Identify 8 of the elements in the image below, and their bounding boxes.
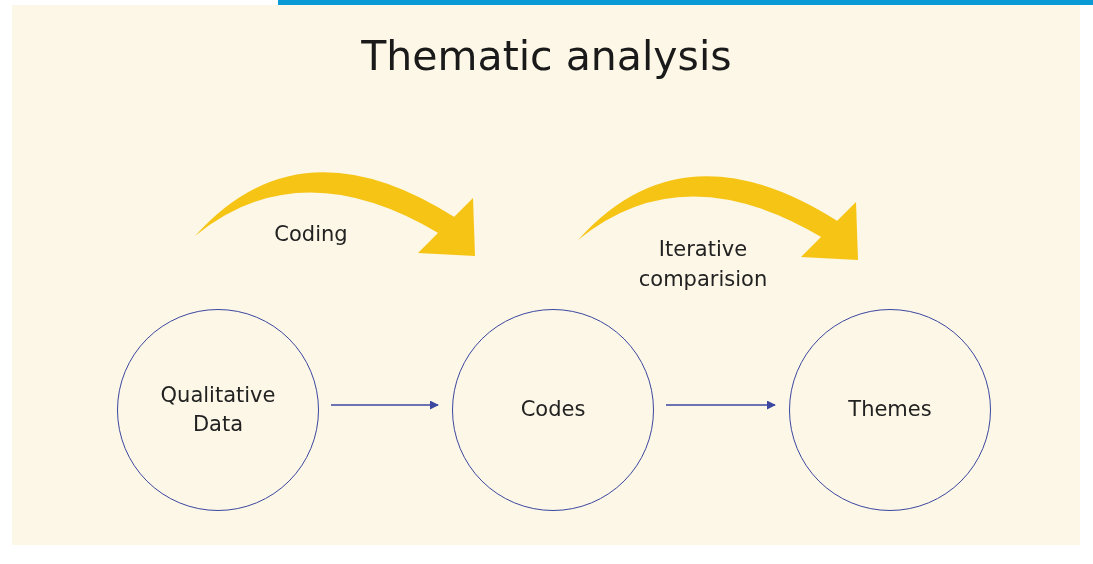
step-label: Coding bbox=[273, 221, 349, 248]
step-label: Iterative comparision bbox=[637, 236, 769, 294]
arrow bbox=[665, 400, 776, 410]
node-label: Themes bbox=[848, 396, 932, 424]
title: Thematic analysis bbox=[361, 32, 732, 80]
node-label: Codes bbox=[520, 396, 586, 424]
node-label: Qualitative Data bbox=[159, 381, 277, 438]
arrow bbox=[330, 400, 439, 410]
